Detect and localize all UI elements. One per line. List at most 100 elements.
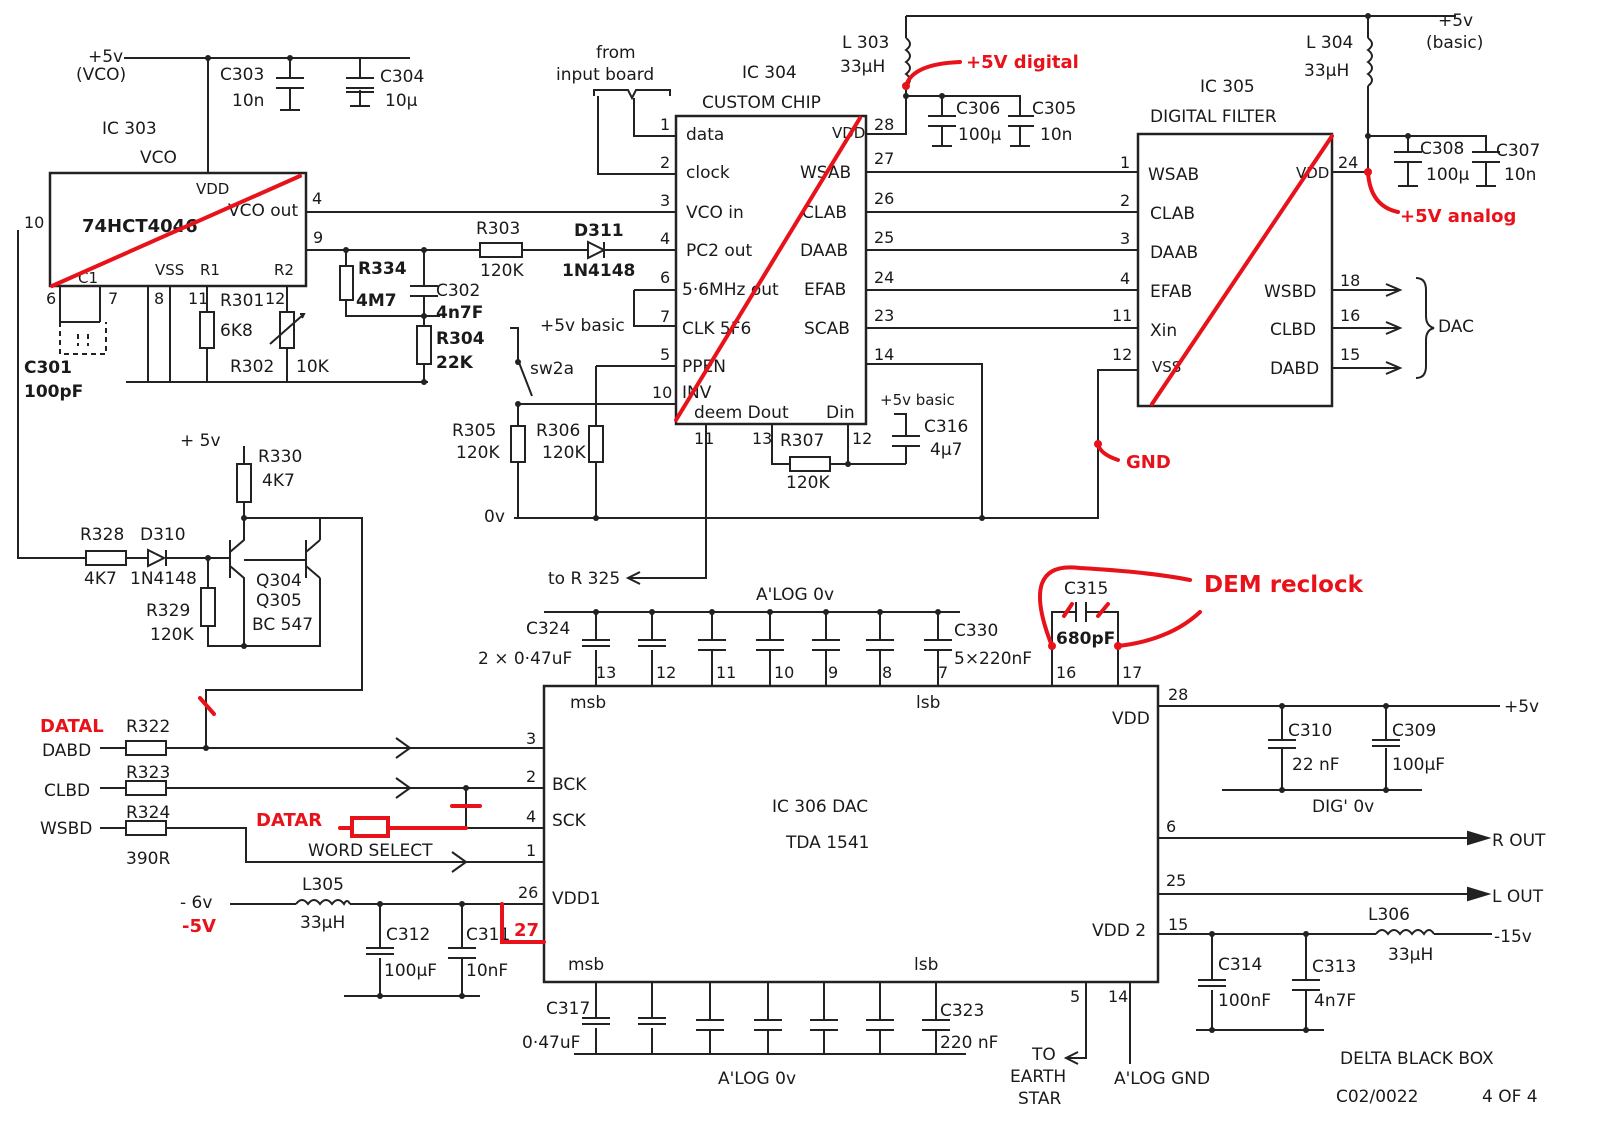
plus5v-digital-note: +5V digital: [966, 52, 1079, 73]
ic306-sck: SCK: [552, 811, 587, 831]
l305-ref: L305: [302, 875, 344, 895]
r390-val: 390R: [126, 849, 170, 869]
c316-supply: +5v basic: [880, 391, 955, 409]
ic304-pin14: 14: [874, 345, 894, 364]
c317-ref: C317: [546, 999, 590, 1019]
l304-ref: L 304: [1306, 33, 1353, 53]
dac-bottom-caps: A'LOG 0v C317 0·47uF C323 220 nF TO EART…: [522, 982, 1210, 1109]
footer-title: DELTA BLACK BOX: [1340, 1049, 1494, 1069]
ic306-pin9: 9: [828, 663, 838, 682]
ic303-pin7: 7: [108, 289, 118, 308]
ic304-r5: SCAB: [804, 319, 850, 339]
alog-top-label: A'LOG 0v: [756, 585, 834, 605]
ic306-pin11: 11: [716, 663, 736, 682]
wsbd-label: WSBD: [40, 819, 92, 839]
ic305-l4: Xin: [1150, 321, 1177, 341]
c311-ref: C311: [466, 925, 510, 945]
ic306-pin8: 8: [882, 663, 892, 682]
red-annotations: +5V digital +5V analog GND DEM reclock D…: [40, 52, 1516, 944]
ic304-l2: VCO in: [686, 203, 744, 223]
reclock-transistors: + 5v R330 4K7 R328 4K7 D310 1N4148 R329 …: [17, 230, 363, 748]
ic305-ref: IC 305: [1200, 77, 1255, 97]
ic305-pin16: 16: [1340, 306, 1360, 325]
gnd-note: GND: [1126, 452, 1171, 473]
ic305-l2: DAAB: [1150, 243, 1198, 263]
l303-ref: L 303: [842, 33, 889, 53]
ic304-pin12: 12: [852, 429, 872, 448]
l305-val: 33µH: [300, 913, 345, 933]
r301-ref: R301: [220, 291, 264, 311]
alog-gnd-label: A'LOG GND: [1114, 1069, 1210, 1089]
c304-val: 10µ: [385, 91, 418, 111]
ic305-pin18: 18: [1340, 271, 1360, 290]
ic305-pin1: 1: [1120, 153, 1130, 172]
dac-left: DABD CLBD WSBD R322 R323 R324 390R WORD …: [40, 717, 544, 999]
ic305-l0: WSAB: [1148, 165, 1199, 185]
ic305-pin15: 15: [1340, 345, 1360, 364]
ic303-pin4: 4: [312, 189, 322, 208]
to-r325: to R 325: [548, 569, 620, 589]
plus5-label: + 5v: [180, 431, 221, 451]
c307-ref: C307: [1496, 141, 1540, 161]
datal-note: DATAL: [40, 716, 104, 737]
ic304-l4: 5·6MHz out: [682, 280, 779, 300]
d310-val: 1N4148: [130, 569, 197, 589]
ic304-din: Din: [826, 403, 855, 423]
word-select-label: WORD SELECT: [308, 841, 433, 861]
ic304-l0: data: [686, 125, 724, 145]
q304-label: Q304: [256, 571, 302, 591]
ic305-pin12: 12: [1112, 345, 1132, 364]
ic304-r4: EFAB: [804, 280, 846, 300]
c303-ref: C303: [220, 65, 264, 85]
ic305-block: IC 305 DIGITAL FILTER WSAB CLAB DAAB EFA…: [1112, 77, 1474, 408]
ic304-pin1: 1: [660, 115, 670, 134]
c301-val: 100pF: [24, 382, 83, 402]
l304-val: 33µH: [1304, 61, 1349, 81]
dac-plus5: +5v: [1504, 697, 1539, 717]
ic304-l6: PPEN: [682, 357, 726, 377]
supply-top: L 303 33µH L 304 33µH C306 100µ C305 10n…: [840, 11, 1540, 187]
ic304-pin23: 23: [874, 306, 894, 325]
input-board: from input board: [556, 43, 676, 175]
earth-earth: EARTH: [1010, 1067, 1066, 1087]
ic304-ref: IC 304: [742, 63, 797, 83]
ic304-pin25: 25: [874, 228, 894, 247]
from-label: from: [596, 43, 636, 63]
ic306-bck: BCK: [552, 775, 587, 795]
c308-ref: C308: [1420, 139, 1464, 159]
ic306-pin25: 25: [1166, 871, 1186, 890]
d311-ref: D311: [574, 221, 624, 241]
r328-val: 4K7: [84, 569, 117, 589]
datar-note: DATAR: [256, 810, 322, 831]
ic306-pin6: 6: [1166, 817, 1176, 836]
ic303-pin6: 6: [46, 289, 56, 308]
c324-ref: C324: [526, 619, 570, 639]
ic303-vcoout: VCO out: [228, 201, 298, 221]
c314-ref: C314: [1218, 955, 1262, 975]
ic306-lsb-top: lsb: [916, 693, 940, 713]
ic304-pin13: 13: [752, 429, 772, 448]
ic304-pin6: 6: [660, 268, 670, 287]
ic304-r3: DAAB: [800, 241, 848, 261]
c315-ref: C315: [1064, 579, 1108, 599]
r324-ref: R324: [126, 803, 170, 823]
c310-val: 22 nF: [1292, 755, 1340, 775]
ic306-pin15: 15: [1168, 915, 1188, 934]
ov-label: 0v: [484, 507, 505, 527]
r330-val: 4K7: [262, 471, 295, 491]
c317-val: 0·47uF: [522, 1033, 580, 1053]
c303-val: 10n: [232, 91, 264, 111]
ic303-r2: R2: [274, 261, 294, 279]
r322-ref: R322: [126, 717, 170, 737]
ic304-bottom-wiring: +5v basic C316 4µ7 R307 120K: [771, 363, 983, 518]
r328-ref: R328: [80, 525, 124, 545]
ic303-vss: VSS: [155, 261, 184, 279]
r323-ref: R323: [126, 763, 170, 783]
ic304-l1: clock: [686, 163, 730, 183]
ic306-pin13: 13: [596, 663, 616, 682]
r329-val: 120K: [150, 625, 194, 645]
r302-ref: R302: [230, 357, 274, 377]
sw-supply: +5v basic: [540, 316, 625, 336]
ic306-pin7: 7: [938, 663, 948, 682]
ic306-msb-bot: msb: [568, 955, 604, 975]
